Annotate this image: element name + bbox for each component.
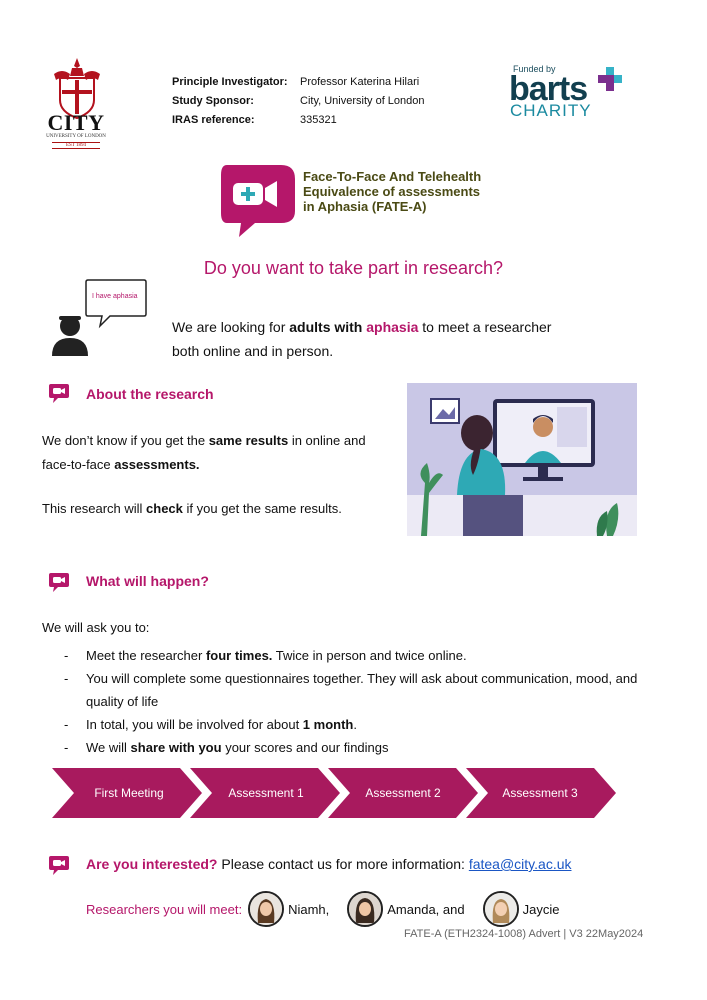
intro-part: to meet a researcher — [418, 319, 552, 335]
researchers-row: Researchers you will meet: Niamh, Amanda… — [86, 891, 577, 927]
city-university-crest-logo — [54, 58, 100, 120]
about-part: This research will — [42, 501, 147, 516]
what-bullets: Meet the researcher four times. Twice in… — [42, 644, 662, 759]
item-part: We will — [86, 740, 131, 755]
funder-sub: CHARITY — [510, 101, 592, 120]
funder-name: barts — [509, 70, 588, 108]
about-bold: assessments. — [114, 457, 200, 472]
meta-row-iras: IRAS reference: 335321 — [172, 114, 425, 133]
step-chevron — [328, 768, 478, 818]
intro-text: We are looking for adults with aphasia t… — [172, 315, 592, 363]
about-text: We don’t know if you get the same result… — [42, 429, 392, 521]
list-item: In total, you will be involved for about… — [42, 713, 662, 736]
item-bold: 1 month — [302, 717, 354, 732]
list-item: We will share with you your scores and o… — [42, 736, 662, 759]
about-line: face-to-face assessments. — [42, 453, 392, 477]
project-title-line1: Face-To-Face And Telehealth — [303, 169, 482, 184]
avatar — [248, 891, 285, 927]
step-chevron — [52, 768, 202, 818]
researchers-label: Researchers you will meet: — [86, 901, 243, 917]
intro-aphasia: aphasia — [366, 319, 419, 335]
step-chevron — [190, 768, 340, 818]
meta-key: Principle Investigator: — [172, 76, 288, 88]
footer-reference: FATE-A (ETH2324-1008) Advert | V3 22May2… — [404, 928, 644, 940]
contact-title: Are you interested? — [86, 856, 218, 872]
item-part: You will complete some questionnaires to… — [86, 671, 638, 709]
about-line: This research will check if you get the … — [42, 497, 392, 521]
project-title-line2: Equivalence of assessments — [303, 184, 481, 199]
avatar — [347, 891, 384, 927]
step-label: Assessment 3 — [502, 786, 578, 800]
about-line: We don’t know if you get the same result… — [42, 429, 392, 453]
meta-key: Study Sponsor: — [172, 95, 254, 107]
item-part: your scores and our findings — [221, 740, 389, 755]
video-call-speech-bubble-icon — [221, 165, 295, 237]
step-label: Assessment 1 — [228, 786, 304, 800]
project-title-line3: in Aphasia (FATE-A) — [303, 199, 427, 214]
telehealth-video-call-illustration — [407, 383, 637, 536]
contact-text: Please contact us for more information: — [217, 856, 469, 872]
what-list: We will ask you to: Meet the researcher … — [42, 620, 662, 759]
meta-row-investigator: Principle Investigator: Professor Kateri… — [172, 76, 425, 95]
section-title-what: What will happen? — [86, 573, 209, 589]
what-lead: We will ask you to: — [42, 620, 150, 635]
list-item: Meet the researcher four times. Twice in… — [42, 644, 662, 667]
avatar — [482, 891, 519, 927]
city-logo-est: EST 1894 — [52, 142, 100, 149]
about-bold: check — [146, 501, 183, 516]
contact-email-link[interactable]: fatea@city.ac.uk — [468, 856, 572, 872]
video-call-section-icon — [49, 384, 69, 403]
step-chevron — [466, 768, 616, 818]
project-title: Face-To-Face And Telehealth Equivalence … — [303, 169, 481, 214]
researcher-name: Niamh, — [288, 901, 330, 917]
item-part: Twice in person and twice online. — [272, 648, 467, 663]
study-metadata: Principle Investigator: Professor Kateri… — [172, 76, 425, 133]
about-part: We don’t know if you get the — [42, 433, 209, 448]
city-logo-name: CITY — [47, 110, 105, 135]
funded-by-label: Funded by — [513, 64, 556, 74]
intro-part: both online and in person. — [172, 343, 334, 359]
about-bold: same results — [208, 433, 289, 448]
about-part: in online and — [288, 433, 366, 448]
item-part: In total, you will be involved for about — [86, 717, 303, 732]
meta-key: IRAS reference: — [172, 114, 255, 126]
city-logo-sub: UNIVERSITY OF LONDON — [46, 134, 106, 139]
about-part: face-to-face — [42, 457, 115, 472]
intro-bold: adults with — [289, 319, 367, 335]
item-part: Meet the researcher — [86, 648, 206, 663]
step-label: First Meeting — [94, 786, 163, 800]
item-bold: share with you — [130, 740, 222, 755]
meta-row-sponsor: Study Sponsor: City, University of Londo… — [172, 95, 425, 114]
speech-bubble-text: I have aphasia — [92, 293, 138, 300]
person-speaking-icon — [52, 279, 147, 356]
item-bold: four times. — [205, 648, 273, 663]
study-steps-chevrons: First Meeting Assessment 1 Assessment 2 … — [52, 768, 616, 818]
video-call-section-icon — [49, 573, 69, 592]
meta-value: City, University of London — [300, 95, 425, 107]
video-call-section-icon — [49, 856, 69, 875]
barts-cross-icon — [598, 67, 622, 91]
section-title-about: About the research — [86, 386, 214, 402]
about-part: if you get the same results. — [182, 501, 342, 516]
researcher-name: Amanda, and — [387, 901, 465, 917]
meta-value: Professor Katerina Hilari — [300, 76, 420, 88]
intro-part: We are looking for — [172, 319, 290, 335]
list-item: You will complete some questionnaires to… — [42, 667, 662, 713]
step-label: Assessment 2 — [365, 786, 441, 800]
headline: Do you want to take part in research? — [203, 258, 504, 278]
researcher-name: Jaycie — [522, 901, 560, 917]
item-part: . — [353, 717, 357, 732]
contact-line: Are you interested? Please contact us fo… — [86, 856, 572, 872]
meta-value: 335321 — [300, 114, 337, 126]
